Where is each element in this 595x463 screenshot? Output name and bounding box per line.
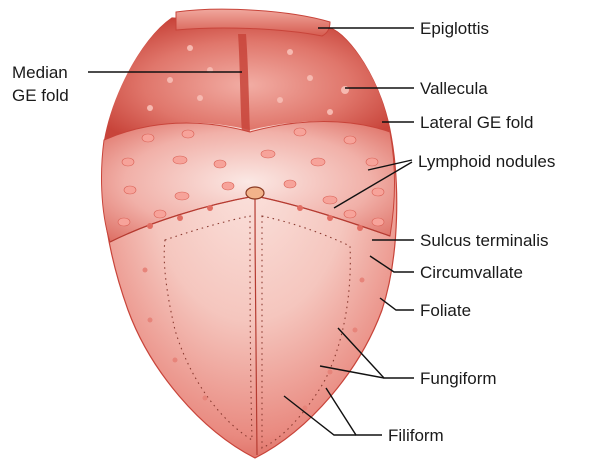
label-vallecula: Vallecula <box>420 79 488 98</box>
label-circumvallate: Circumvallate <box>420 263 523 282</box>
label-lymphoid-nodules: Lymphoid nodules <box>418 152 555 171</box>
label-filiform: Filiform <box>388 426 444 445</box>
label-epiglottis: Epiglottis <box>420 19 489 38</box>
label-median-ge-fold-2: GE fold <box>12 86 69 105</box>
foramen-cecum <box>246 187 264 199</box>
label-sulcus-terminalis: Sulcus terminalis <box>420 231 549 250</box>
label-fungiform: Fungiform <box>420 369 497 388</box>
leader-filiform-1 <box>326 388 382 435</box>
label-lateral-ge-fold: Lateral GE fold <box>420 113 533 132</box>
label-foliate: Foliate <box>420 301 471 320</box>
tongue-illustration <box>102 9 397 458</box>
label-median-ge-fold-1: Median <box>12 63 68 82</box>
